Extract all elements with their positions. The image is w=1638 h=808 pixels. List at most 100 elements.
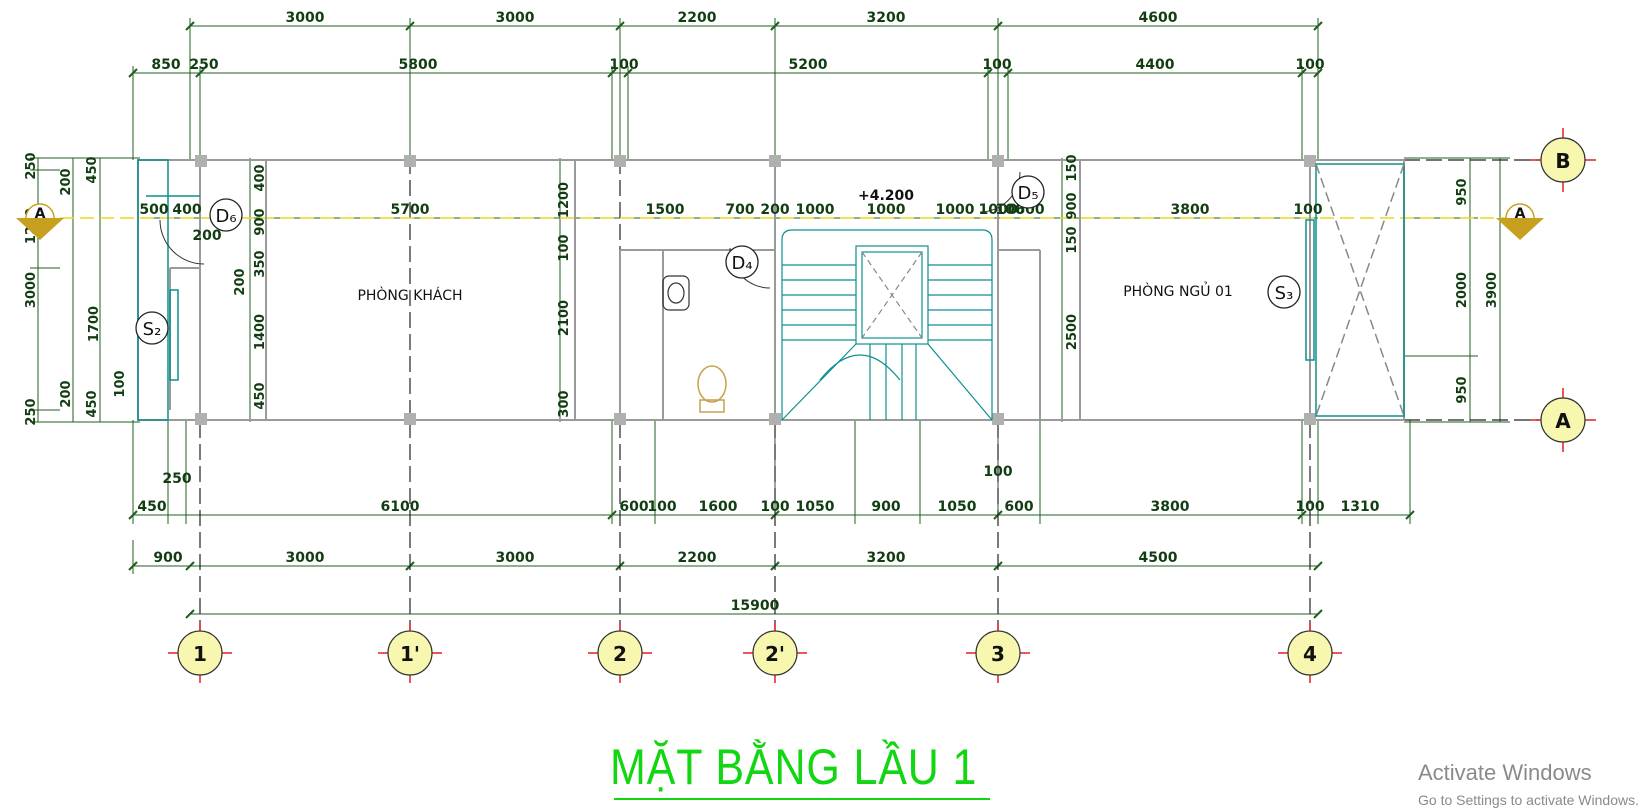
right-balcony [1305, 163, 1405, 417]
dim-top2-6: 100 [982, 57, 1011, 73]
dim-right-1: 950 [1455, 178, 1470, 205]
dim-bot1-15: 100 [983, 464, 1012, 480]
dim-inner-11: 1000 [979, 202, 1018, 218]
dim-bot2-6: 4500 [1139, 550, 1178, 566]
dim-inner-14: 3800 [1171, 202, 1210, 218]
dim-left-inner-1: 450 [85, 156, 100, 183]
dim-bot2-4: 2200 [678, 550, 717, 566]
dim-bot1-12: 3800 [1151, 499, 1190, 515]
grid-axes [150, 158, 1540, 630]
grid-label-3: 3 [991, 642, 1005, 666]
dim-bot2-1: 900 [153, 550, 182, 566]
dim-bot1-5: 100 [647, 499, 676, 515]
dim-inner-2: 400 [172, 202, 201, 218]
dim-right-4: 3900 [1485, 272, 1500, 308]
dimension-ticks [128, 21, 1415, 619]
dim-top2-7: 4400 [1136, 57, 1175, 73]
element-tags [135, 175, 1301, 345]
dim-bot1-9: 900 [871, 499, 900, 515]
dim-bot1-11: 600 [1004, 499, 1033, 515]
tag-s3: S₃ [1275, 283, 1294, 304]
stair [781, 229, 993, 421]
dimension-lines [30, 18, 1510, 615]
dim-left-inner-2: 100 [113, 370, 128, 397]
toilet [697, 365, 727, 413]
tag-d4: D₄ [731, 253, 752, 274]
dim-left-room-1: 400 [253, 164, 268, 191]
tag-d6: D₆ [215, 206, 236, 227]
dim-top2-1: 850 [151, 57, 180, 73]
dim-inner-4: 5700 [391, 202, 430, 218]
dim-bot1-2: 450 [137, 499, 166, 515]
dim-top2-5: 5200 [789, 57, 828, 73]
dim-inner-8: 1000 [796, 202, 835, 218]
dim-inner-3: 200 [192, 228, 221, 244]
dim-wc-1: 1200 [557, 182, 572, 218]
dim-left-mid-1: 200 [59, 168, 74, 195]
dim-bot1-4: 600 [619, 499, 648, 515]
dim-wc-4: 300 [557, 390, 572, 417]
dim-total: 15900 [731, 598, 780, 614]
left-balcony [137, 159, 200, 421]
dim-top1-5: 4600 [1139, 10, 1178, 26]
dim-bot1-7: 100 [760, 499, 789, 515]
tag-d5: D₅ [1017, 183, 1038, 204]
activate-windows-watermark: Activate Windows Go to Settings to activ… [1418, 760, 1638, 808]
dim-top1-2: 3000 [496, 10, 535, 26]
watermark-line1: Activate Windows [1418, 760, 1592, 785]
dim-top2-4: 100 [609, 57, 638, 73]
dim-right-2: 2000 [1455, 272, 1470, 308]
dim-stair-right-4: 2500 [1065, 314, 1080, 350]
dim-bot2-3: 3000 [496, 550, 535, 566]
section-mark-right-label: A [1515, 206, 1526, 222]
wc-fixtures [662, 275, 690, 311]
dim-right-3: 950 [1455, 376, 1470, 403]
dim-stair-right-1: 150 [1065, 154, 1080, 181]
grid-label-1: 1 [193, 642, 207, 666]
grid-label-4: 4 [1303, 642, 1317, 666]
section-mark-left: A [16, 203, 64, 240]
grid-bubbles [177, 137, 1586, 676]
dim-left-outer-4: 250 [24, 398, 39, 425]
section-mark-right: A [1496, 203, 1544, 240]
dim-inner-5: 1500 [646, 202, 685, 218]
dim-top2-8: 100 [1295, 57, 1324, 73]
section-mark-left-label: A [35, 206, 46, 222]
dim-bot1-8: 1050 [796, 499, 835, 515]
grid-label-a: A [1555, 409, 1571, 433]
dim-top2-3: 5800 [399, 57, 438, 73]
dim-top1-1: 3000 [286, 10, 325, 26]
dim-bot1-1: 250 [162, 471, 191, 487]
dim-inner-10: 1000 [936, 202, 975, 218]
dim-left-room-2: 900 [253, 208, 268, 235]
dim-inner-9: 1000 [867, 202, 906, 218]
dim-inner-15: 100 [1293, 202, 1322, 218]
dim-stair-right-2: 900 [1065, 192, 1080, 219]
dim-bot1-14: 1310 [1341, 499, 1380, 515]
dim-left-mid-2: 1700 [87, 306, 102, 342]
dim-bot1-10: 1050 [938, 499, 977, 515]
dim-bot2-5: 3200 [867, 550, 906, 566]
grid-label-2: 2 [613, 642, 627, 666]
dim-stair-right-3: 150 [1065, 226, 1080, 253]
dim-wc-3: 2100 [557, 300, 572, 336]
grid-label-2p: 2' [765, 642, 785, 666]
tag-s2: S₂ [143, 319, 162, 340]
dim-left-room-3: 350 [253, 250, 268, 277]
dim-top1-4: 3200 [867, 10, 906, 26]
title-underline [614, 798, 990, 800]
grid-label-b: B [1555, 149, 1570, 173]
level-mark: +4.200 [858, 188, 914, 204]
dim-inner-1: 500 [139, 202, 168, 218]
drawing-title: MẶT BẰNG LẦU 1 [610, 739, 978, 795]
dim-left-mid-3: 200 [59, 380, 74, 407]
room-label-living: PHÒNG KHÁCH [357, 286, 462, 304]
dim-top1-3: 2200 [678, 10, 717, 26]
dim-left-room-5: 1400 [253, 314, 268, 350]
columns [195, 155, 1316, 425]
dim-bot2-2: 3000 [286, 550, 325, 566]
dim-left-inner-3: 450 [85, 390, 100, 417]
dim-top2-2: 250 [189, 57, 218, 73]
dim-left-outer-3: 3000 [24, 272, 39, 308]
